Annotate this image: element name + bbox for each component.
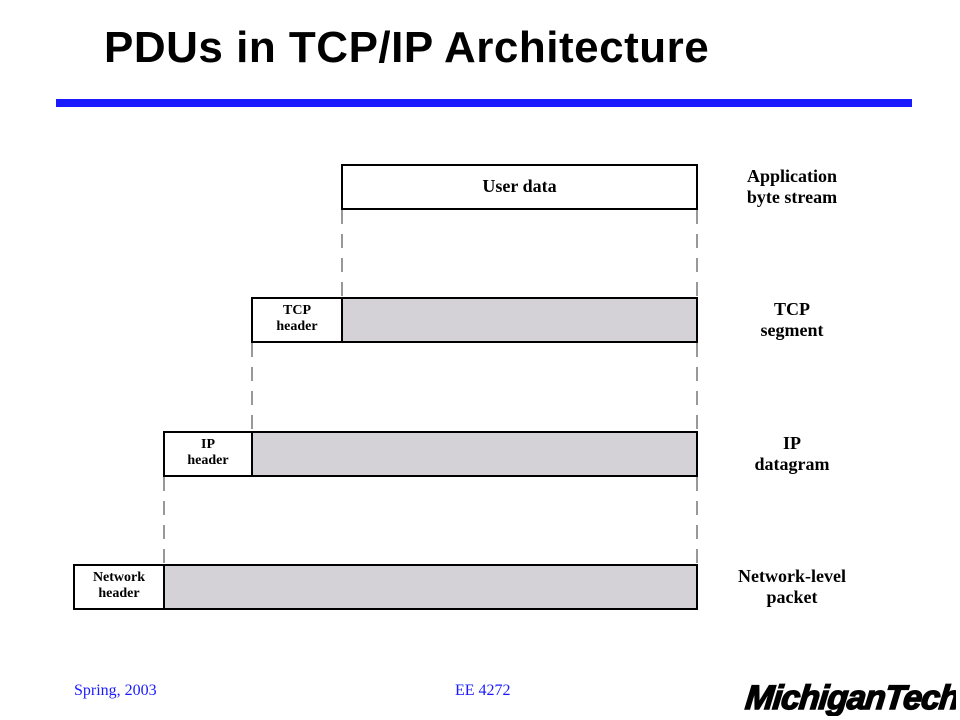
side-label-line2: datagram — [754, 453, 830, 474]
ip-header-label-line1: IP — [201, 437, 215, 452]
ip-header-label-line2: header — [187, 453, 229, 469]
side-label-line1: IP — [783, 433, 801, 453]
tcp-payload-box — [341, 297, 698, 343]
network-header-label: Network header — [74, 570, 164, 602]
title-underline — [56, 99, 912, 107]
ip-header-label: IP header — [164, 437, 252, 469]
tcp-layer-label: TCP segment — [712, 299, 872, 340]
footer-course: EE 4272 — [455, 682, 511, 699]
side-label-line2: segment — [760, 319, 824, 340]
tcp-header-label: TCP header — [252, 303, 342, 335]
network-header-label-line1: Network — [92, 570, 146, 585]
network-layer-label: Network-level packet — [712, 566, 872, 607]
michigan-tech-logo: MichiganTech — [744, 678, 956, 716]
page-title: PDUs in TCP/IP Architecture — [104, 23, 710, 72]
side-label-line2: packet — [766, 586, 818, 607]
side-label-line1: Network-level — [738, 566, 846, 586]
network-payload-box — [163, 564, 698, 610]
tcp-header-label-line1: TCP — [283, 303, 311, 318]
side-label-line1: TCP — [774, 299, 810, 319]
network-header-label-line2: header — [98, 586, 140, 602]
ip-layer-label: IP datagram — [712, 433, 872, 474]
side-label-line2: byte stream — [746, 186, 838, 207]
side-label-line1: Application — [746, 166, 838, 186]
tcp-header-box — [251, 297, 343, 343]
tcp-header-label-line2: header — [276, 319, 318, 335]
ip-payload-box — [251, 431, 698, 477]
user-data-box — [341, 164, 698, 210]
user-data-label: User data — [482, 176, 557, 196]
footer-date: Spring, 2003 — [74, 682, 157, 699]
application-layer-label: Application byte stream — [712, 166, 872, 207]
logo-text: MichiganTech — [744, 679, 956, 716]
